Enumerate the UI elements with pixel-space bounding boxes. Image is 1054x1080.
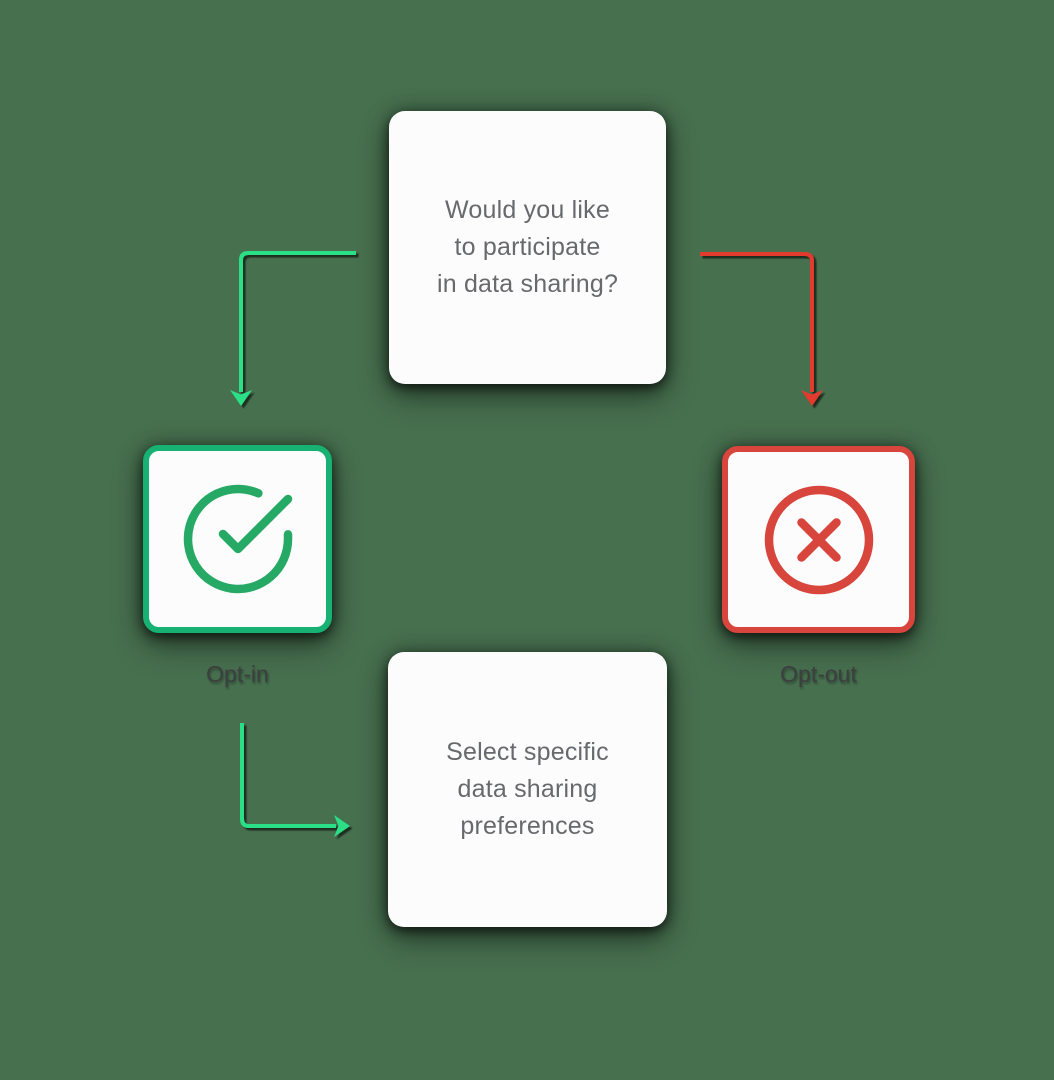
- preferences-text: Select specific data sharing preferences: [446, 734, 609, 845]
- arrow-opt-in-to-preferences: [240, 723, 350, 837]
- node-opt-in: [143, 445, 332, 633]
- x-circle-icon: [764, 485, 873, 594]
- check-circle-icon: [183, 484, 292, 594]
- preferences-text-line: preferences: [460, 812, 595, 840]
- opt-in-label: Opt-in: [206, 661, 269, 687]
- node-opt-out: [722, 446, 915, 633]
- preferences-text-line: data sharing: [457, 775, 598, 803]
- question-text-line: in data sharing?: [436, 270, 619, 298]
- opt-out-label: Opt-out: [780, 661, 857, 687]
- node-question: Would you like to participate in data sh…: [389, 111, 666, 384]
- preferences-text-line: Select specific: [446, 738, 609, 766]
- arrow-question-to-opt-in: [230, 251, 356, 406]
- question-text-line: to participate: [454, 233, 601, 261]
- question-text: Would you like to participate in data sh…: [437, 192, 618, 303]
- node-preferences: Select specific data sharing preferences: [388, 652, 667, 927]
- arrow-question-to-opt-out: [700, 252, 823, 406]
- question-text-line: Would you like: [445, 196, 610, 224]
